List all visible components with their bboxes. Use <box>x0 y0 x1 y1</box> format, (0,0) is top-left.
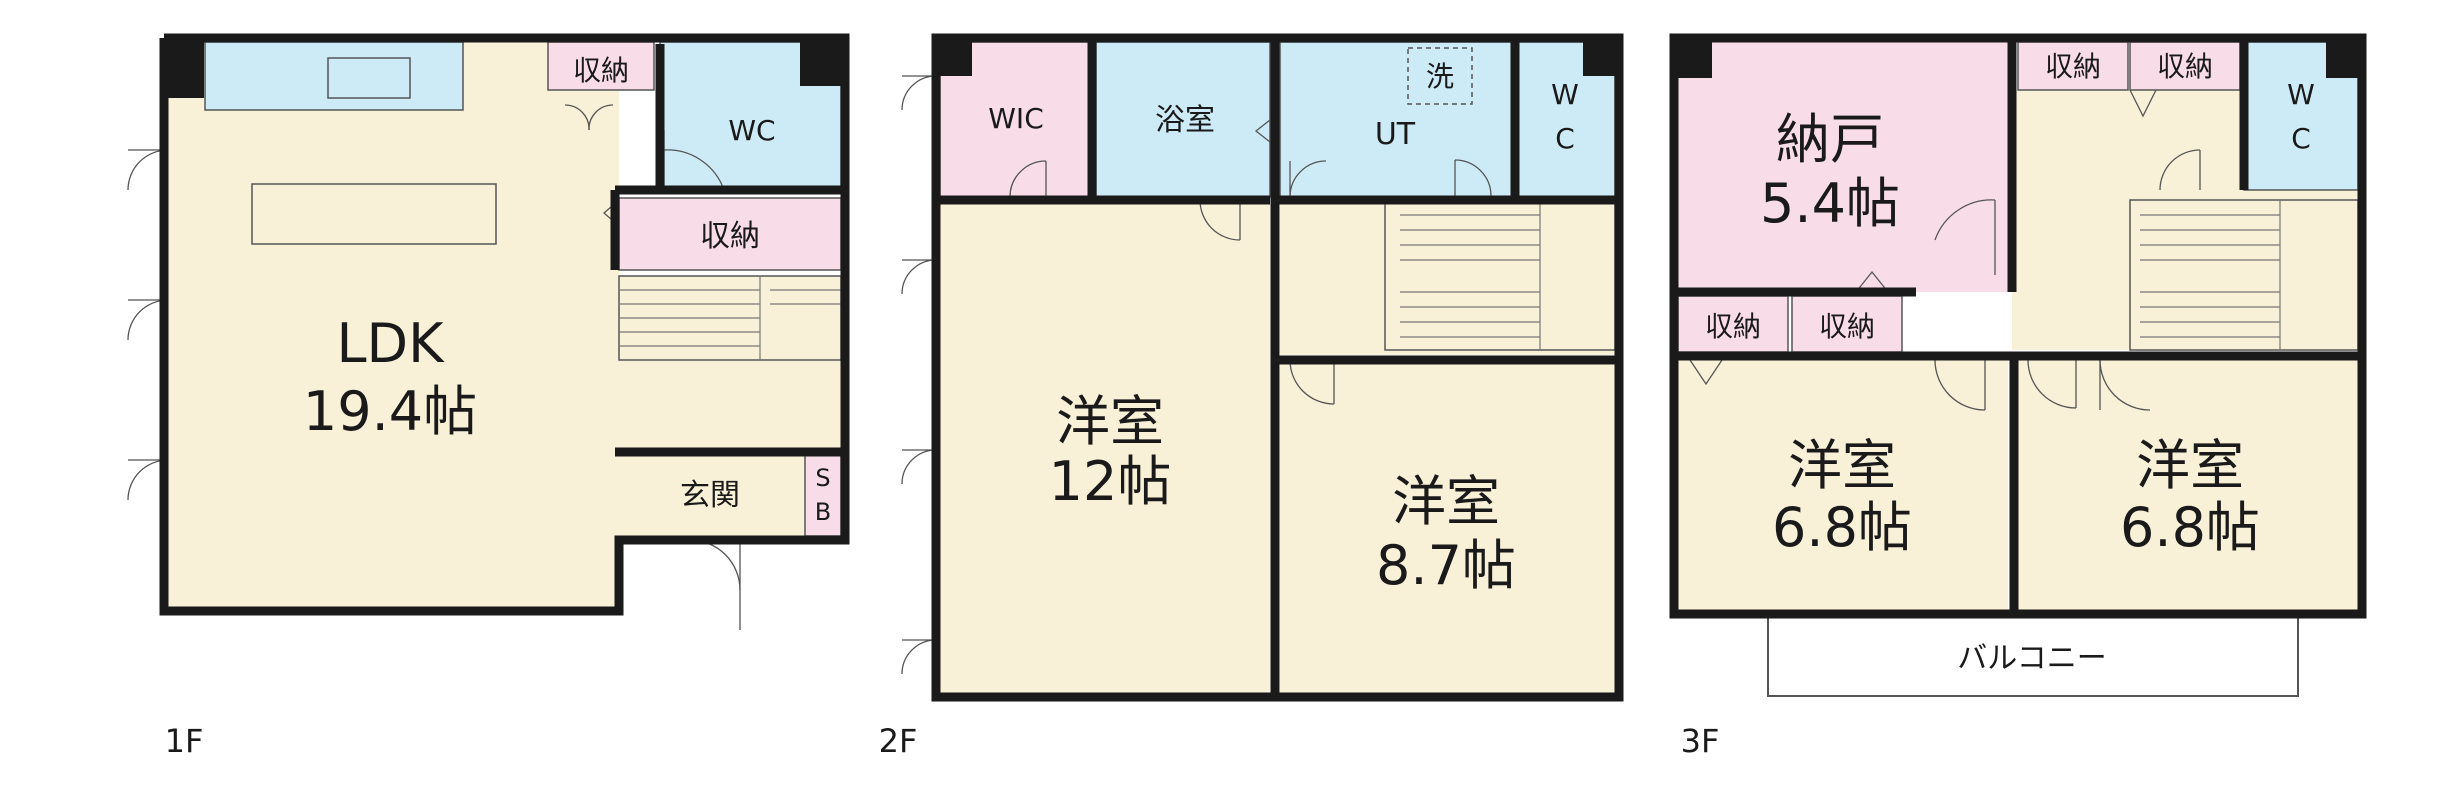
walls-2f <box>931 33 1624 702</box>
storage-top <box>547 41 655 91</box>
storage-3f-c <box>1677 295 1789 353</box>
room-3f-b-size: 6.8帖 <box>2120 496 2260 559</box>
stairs-3f <box>2129 199 2359 351</box>
ldk-room <box>168 42 619 607</box>
walls-3f <box>1669 33 2367 619</box>
western-room-8 <box>1280 360 1615 693</box>
floor-label-3f: 3F <box>1681 722 1720 760</box>
floor-1f: LDK 19.4帖 収納 WC 収納 玄関 S B 1F <box>127 33 850 760</box>
storage-3f-c-label: 収納 <box>1705 310 1761 343</box>
wic-label: WIC <box>988 102 1044 135</box>
nando-size: 5.4帖 <box>1760 172 1900 235</box>
room-12-size: 12帖 <box>1049 450 1172 513</box>
ldk-lower-extension <box>619 360 841 452</box>
room-3f-a-size: 6.8帖 <box>1772 496 1912 559</box>
room-8-size: 8.7帖 <box>1376 534 1516 597</box>
door-swings-2f <box>901 75 1492 675</box>
storage-mid-label: 収納 <box>700 219 760 254</box>
nando-name: 納戸 <box>1776 108 1884 171</box>
corner-post <box>2326 38 2362 78</box>
western-room-12 <box>940 200 1270 693</box>
bathroom <box>1095 41 1271 198</box>
sb-b-label: B <box>815 498 831 526</box>
room-8-name: 洋室 <box>1392 470 1500 533</box>
bath-label: 浴室 <box>1155 103 1215 138</box>
corner-post <box>936 38 972 76</box>
stair-treads <box>619 276 841 360</box>
kitchen-island <box>251 183 497 245</box>
kitchen-sink <box>327 57 411 99</box>
western-room-3f-b <box>2018 360 2358 610</box>
floor-3f: 納戸 5.4帖 収納 収納 W C 収納 収納 洋室 6.8帖 洋室 6.8帖 … <box>1669 33 2367 760</box>
corner-post <box>1583 38 1619 76</box>
floor-label-1f: 1F <box>165 722 204 760</box>
storage-3f-a <box>2017 41 2129 91</box>
storage-3f-d-label: 収納 <box>1819 310 1875 343</box>
washer-label: 洗 <box>1426 60 1454 93</box>
storage-mid <box>618 197 842 271</box>
stair-treads-2f <box>1400 200 1541 350</box>
corner-post <box>164 38 204 98</box>
ldk-size: 19.4帖 <box>303 380 477 443</box>
floor-label-2f: 2F <box>879 722 918 760</box>
door-swings-3f <box>1689 89 2201 411</box>
ldk-name: LDK <box>336 312 445 375</box>
floor-2f: WIC 浴室 洗 UT W C 洋室 12帖 洋室 8.7帖 2F <box>879 33 1624 760</box>
corner-post <box>1674 38 1712 78</box>
entrance-label: 玄関 <box>680 478 740 513</box>
storage-top-label: 収納 <box>573 54 629 87</box>
wc-w-label: W <box>1551 78 1579 111</box>
room-12-name: 洋室 <box>1056 390 1164 453</box>
utility <box>1279 41 1516 198</box>
storage-3f-b-label: 収納 <box>2157 50 2213 83</box>
wc-c-label: C <box>1555 122 1575 155</box>
storage-3f-b <box>2129 41 2241 91</box>
nando <box>1678 42 2008 292</box>
room-3f-a-name: 洋室 <box>1788 434 1896 497</box>
wc-3f-w-label: W <box>2287 78 2315 111</box>
corner-post <box>800 38 845 86</box>
balcony-label: バルコニー <box>1957 641 2106 676</box>
stair-treads-3f <box>2140 200 2281 350</box>
sb-s-label: S <box>815 464 830 492</box>
western-room-3f-a <box>1678 360 2008 610</box>
ut-label: UT <box>1375 117 1416 152</box>
washer-space <box>1407 47 1473 105</box>
room-3f-b-name: 洋室 <box>2136 434 2244 497</box>
entrance-area <box>619 452 805 536</box>
wc-3f-c-label: C <box>2291 122 2311 155</box>
wc-label: WC <box>728 114 775 147</box>
stairs-2f <box>1384 199 1616 351</box>
storage-3f-a-label: 収納 <box>2045 50 2101 83</box>
